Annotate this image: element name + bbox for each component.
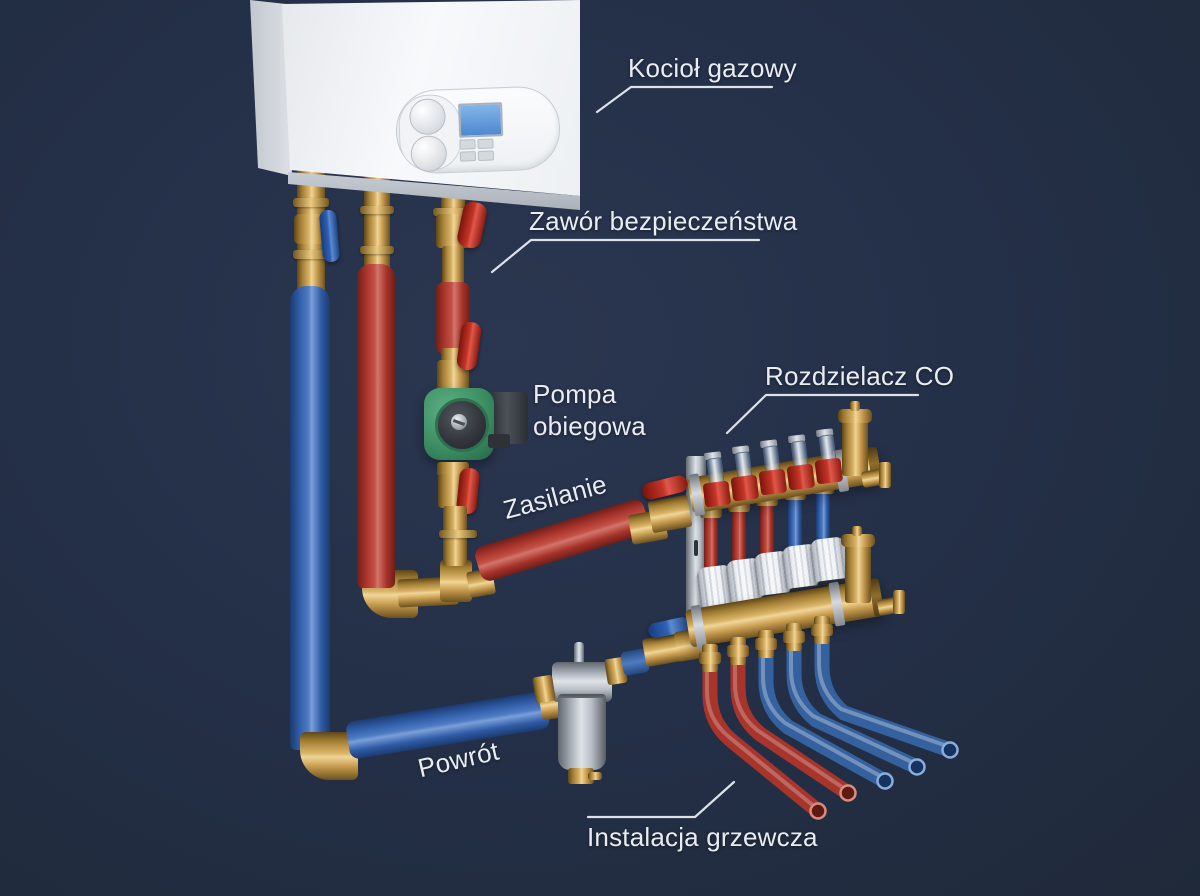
air-vent [842, 420, 868, 476]
pipe-ridge [360, 246, 394, 254]
label-heating-loops: Instalacja grzewcza [587, 822, 818, 852]
pipe-ridge [439, 530, 477, 538]
eurocone-nut [699, 652, 721, 664]
manifold-inlet-valve [647, 494, 693, 534]
leader-safety-valve [490, 238, 761, 274]
manifold-clamp [828, 581, 846, 627]
panel-button[interactable] [459, 139, 476, 150]
pump-terminal-box [488, 434, 510, 448]
circulation-pump [420, 376, 532, 480]
pipe-ridge [293, 250, 329, 259]
side-port-flange [893, 590, 905, 614]
brass-pipe [442, 246, 464, 288]
air-vent-cap [841, 534, 875, 547]
manifold-clamp [690, 604, 708, 650]
eurocone-nut [755, 638, 777, 650]
pipe-ridge [360, 206, 394, 214]
return-insulated-riser [290, 286, 330, 750]
filter-drain-pin [588, 772, 602, 780]
panel-button[interactable] [459, 151, 477, 162]
air-vent [845, 545, 871, 603]
supply-insulated-riser [357, 264, 395, 588]
panel-button[interactable] [477, 150, 495, 162]
air-vent-pin [850, 401, 860, 411]
air-vent-cap [838, 409, 872, 423]
air-vent-pin [852, 526, 862, 536]
boiler [240, 0, 600, 230]
leader-boiler [595, 85, 774, 114]
filter-nut-left [532, 674, 556, 704]
flow-meter [811, 427, 845, 485]
side-port-flange [879, 462, 891, 488]
magnetic-filter [528, 630, 638, 800]
eurocone-nut [727, 645, 749, 657]
filter-drain [568, 768, 594, 784]
label-manifold: Rozdzielacz CO [765, 361, 955, 391]
leader-manifold [725, 393, 920, 435]
label-boiler: Kocioł gazowy [628, 53, 797, 83]
pipe-ridge [293, 198, 329, 207]
bracket-slot [694, 540, 698, 556]
label-safety-valve: Zawór bezpieczeństwa [529, 206, 798, 236]
eurocone-nut [783, 631, 805, 643]
filter-vent-pin [574, 642, 584, 666]
lcd-display [458, 102, 504, 138]
pipe-ridge [433, 208, 473, 216]
panel-button[interactable] [477, 138, 494, 150]
label-pump: Pompa obiegowa [533, 379, 646, 441]
boiler-control-panel [394, 85, 562, 175]
filter-canister [558, 698, 606, 770]
eurocone-nut [811, 624, 833, 636]
